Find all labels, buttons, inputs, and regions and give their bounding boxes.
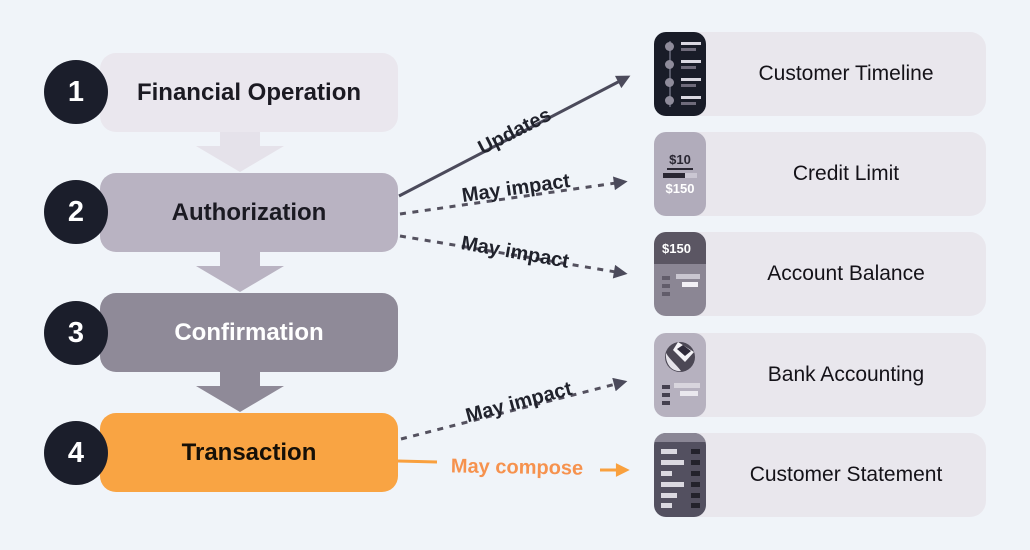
step-financial-operation: Financial Operation [100,53,398,132]
down-arrow-icon [196,252,284,292]
step-transaction: Transaction [100,413,398,492]
step-number-badge: 1 [44,60,108,124]
down-arrow-icon [196,372,284,412]
credit-limit-progress-bar [663,173,697,178]
card-account-balance: $150 Account Balance [654,232,986,316]
card-customer-timeline: Customer Timeline [654,32,986,116]
account-balance-icon: $150 [654,232,706,316]
account-balance-amount: $150 [654,232,706,264]
connector-updates [398,75,631,198]
step-authorization: Authorization [100,173,398,252]
credit-limit-used-amount: $10 [667,152,693,170]
card-label: Bank Accounting [767,363,925,386]
customer-timeline-icon [654,32,706,116]
card-label: Customer Timeline [758,62,934,85]
down-arrow-icon [196,132,284,172]
connector-may-compose-left [397,459,438,464]
step-number-badge: 4 [44,421,108,485]
card-credit-limit: $10 $150 Credit Limit [654,132,986,216]
credit-limit-total-amount: $150 [665,181,695,196]
credit-limit-icon: $10 $150 [654,132,706,216]
card-label: Customer Statement [749,463,943,486]
step-confirmation: Confirmation [100,293,398,372]
step-number-badge: 2 [44,180,108,244]
card-label: Account Balance [767,262,925,285]
step-number-badge: 3 [44,301,108,365]
connector-label-may-compose: May compose [450,455,584,480]
card-bank-accounting: Bank Accounting [654,333,986,417]
bank-accounting-icon [654,333,706,417]
globe-icon [665,342,695,372]
card-label: Credit Limit [792,162,900,185]
card-customer-statement: Customer Statement [654,433,986,517]
customer-statement-icon [654,433,706,517]
